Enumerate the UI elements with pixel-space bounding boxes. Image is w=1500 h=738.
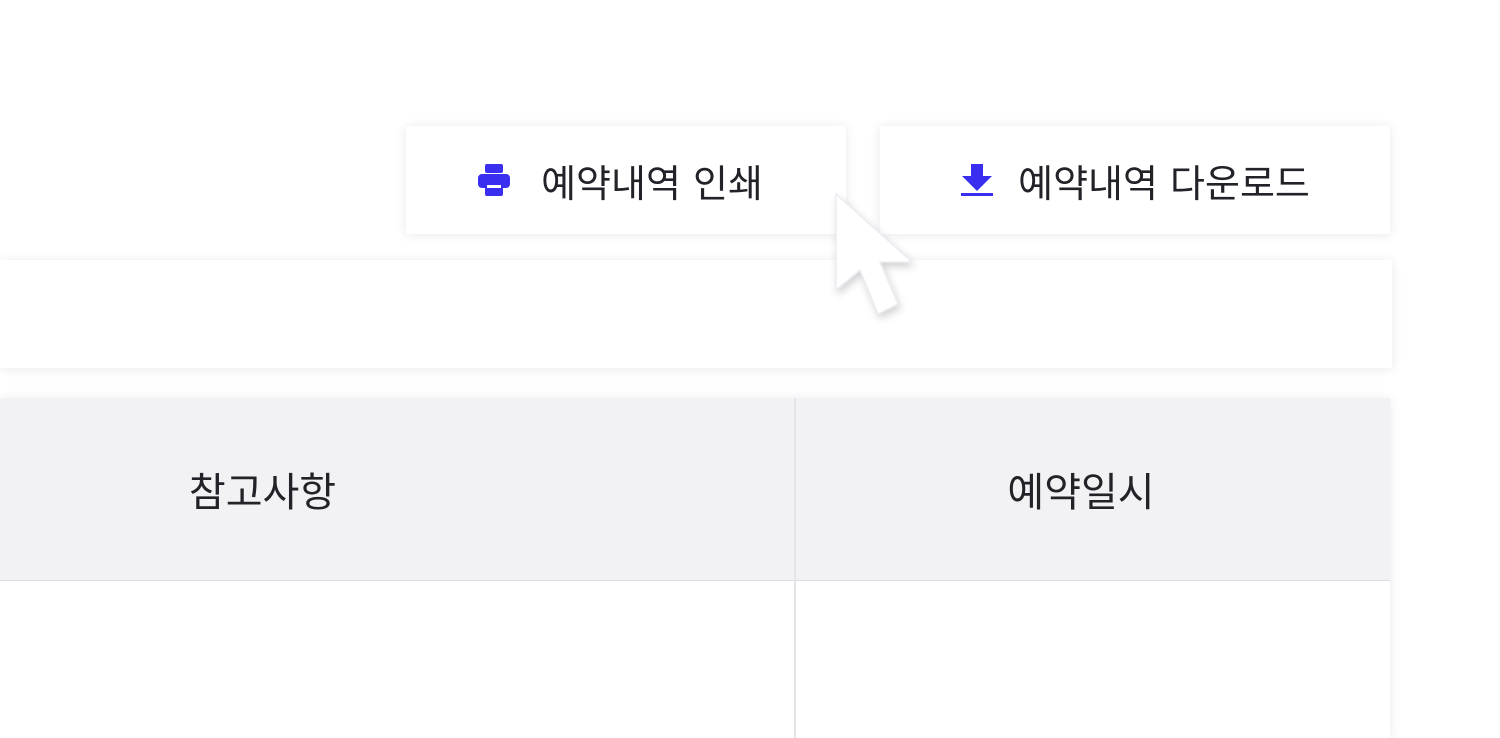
print-reservations-button[interactable]: 예약내역 인쇄 [406, 126, 846, 234]
download-icon [960, 163, 994, 197]
column-header-reservation-date: 예약일시 [1007, 470, 1155, 516]
download-reservations-button[interactable]: 예약내역 다운로드 [880, 126, 1390, 234]
filter-bar [0, 260, 1392, 368]
reservation-table: 참고사항 예약일시 [0, 398, 1390, 738]
printer-icon [477, 163, 511, 197]
column-divider [794, 398, 796, 738]
print-reservations-label: 예약내역 인쇄 [541, 161, 763, 206]
download-reservations-label: 예약내역 다운로드 [1018, 161, 1310, 206]
column-header-notes: 참고사항 [188, 470, 337, 516]
table-header: 참고사항 예약일시 [0, 398, 1390, 581]
